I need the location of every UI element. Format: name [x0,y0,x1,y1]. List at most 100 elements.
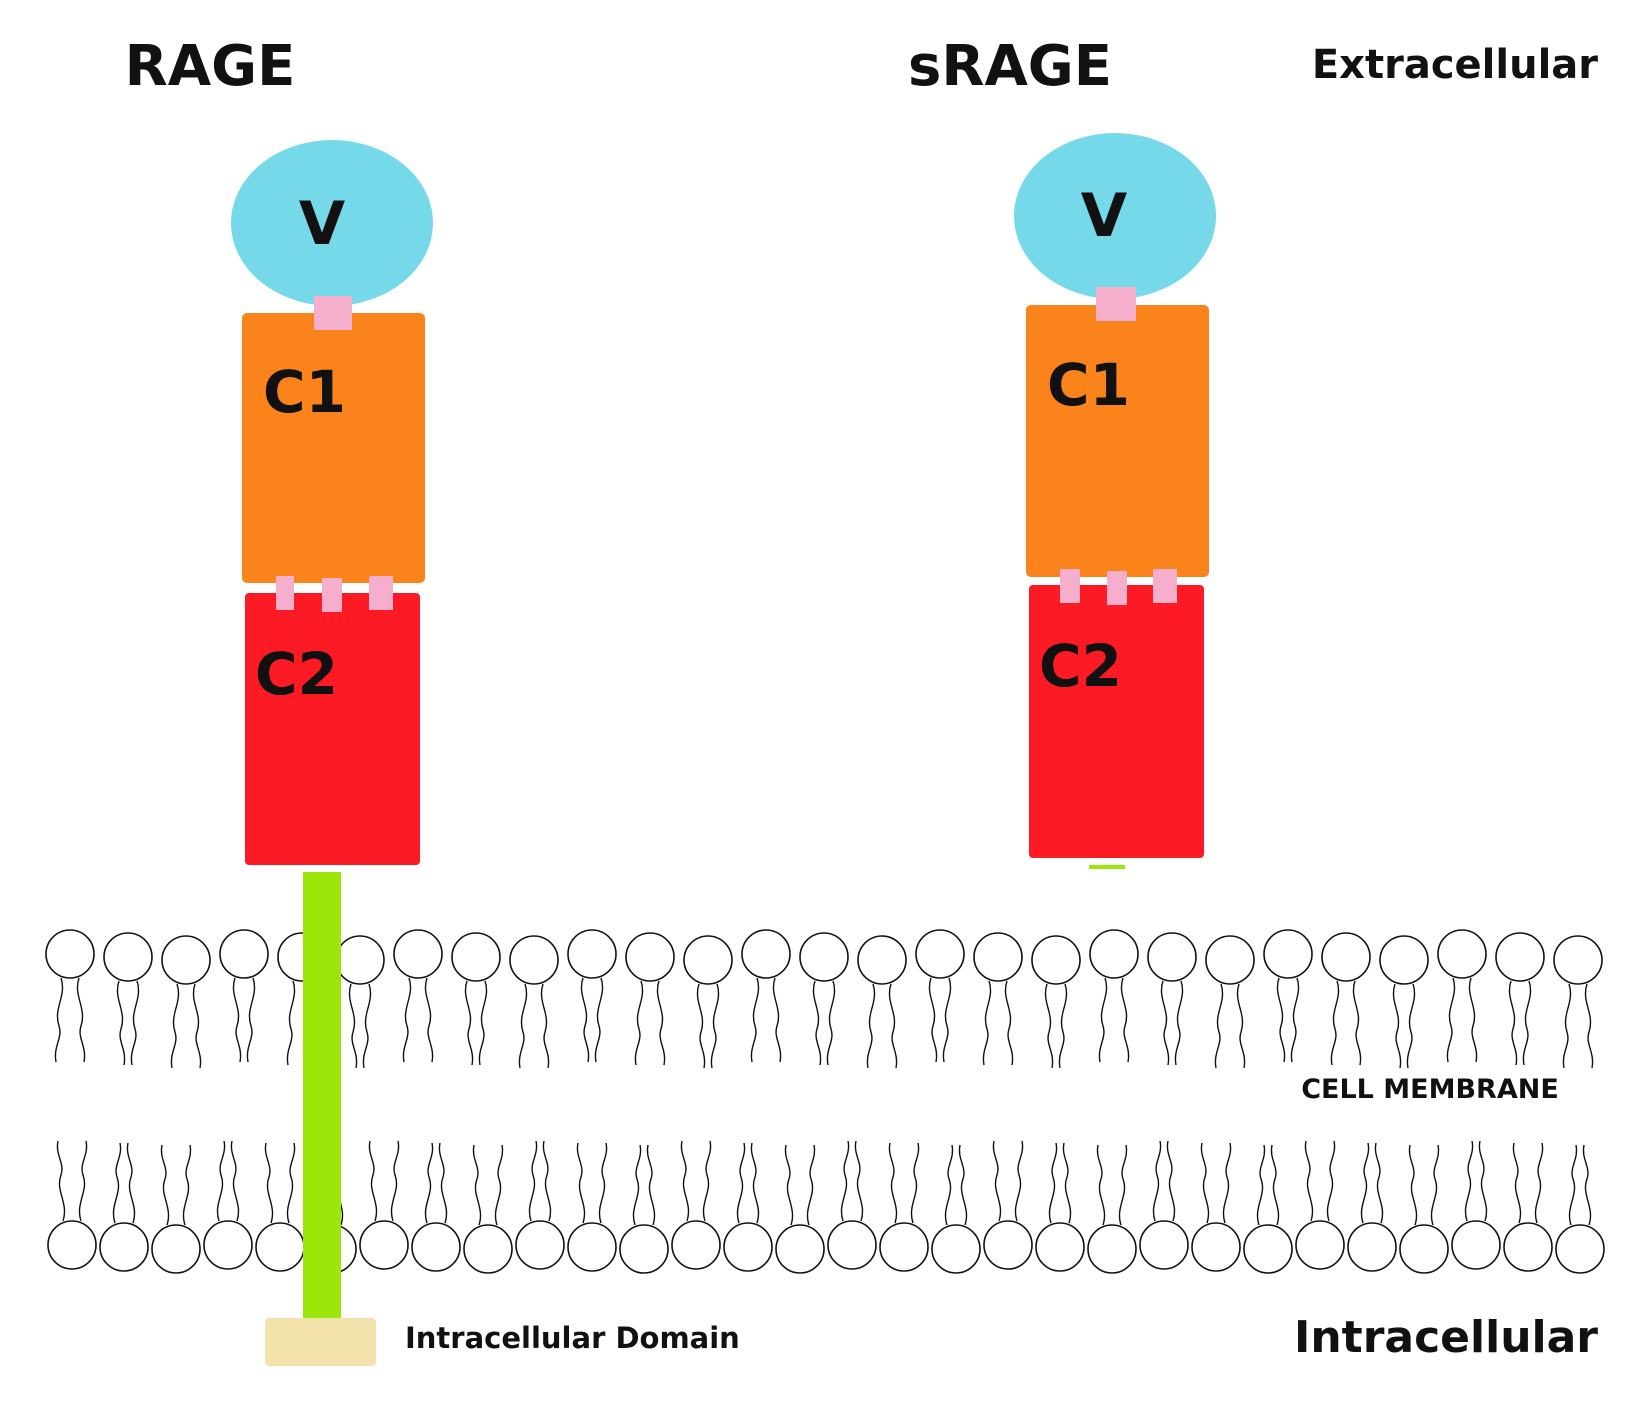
rage-c1-label: C1 [263,358,346,426]
lipid-head [1243,1224,1293,1274]
lipid-tail [1374,1142,1384,1224]
lipid-tail [1152,1140,1162,1222]
lipid-tail [246,977,256,1063]
rage-c2-label: C2 [255,640,338,708]
lipid-head [1495,932,1545,982]
lipid-tail [1290,977,1300,1063]
lipid-tail [1200,1142,1210,1224]
lipid-tail [230,1140,240,1222]
lipid-tail [1214,983,1224,1069]
lipid-tail [130,980,140,1066]
lipid-tail [1352,980,1362,1066]
lipid-head [619,1224,669,1274]
srage-c1-domain [1026,305,1209,577]
label-intracellular-domain: Intracellular Domain [405,1321,740,1355]
lipid-tail [826,980,836,1066]
label-intracellular: Intracellular [1294,1312,1598,1363]
lipid-tail [1174,980,1184,1066]
lipid-tail [1276,977,1286,1063]
lipid-tail [232,977,242,1063]
lipid-head [1379,935,1429,985]
lipid-head [1451,1220,1501,1270]
lipid-head [683,935,733,985]
lipid-head [359,1220,409,1270]
lipid-tail [982,980,992,1066]
srage-c2-domain [1029,585,1204,858]
lipid-tail [1058,983,1068,1069]
lipid-tail [1044,983,1054,1069]
lipid-head [1031,935,1081,985]
lipid-head [1295,1220,1345,1270]
lipid-tail [736,1142,746,1224]
rage-linker-v-c1 [314,296,352,330]
srage-c-terminal-stub [1089,865,1125,869]
lipid-head [741,929,791,979]
lipid-tail [56,1140,66,1222]
label-extracellular: Extracellular [1312,42,1598,88]
lipid-head [47,1220,97,1270]
lipid-tail [478,980,488,1066]
lipid-tail [1004,980,1014,1066]
lipid-head [567,1222,617,1272]
lipid-tail [942,977,952,1063]
lipid-tail [1360,1142,1370,1224]
lipid-tail [1236,983,1246,1069]
lipid-tail [750,977,760,1063]
srage-linker-c1-c2-2 [1107,571,1127,605]
lipid-head [219,929,269,979]
lipid-tail [866,983,876,1069]
lipid-head [799,932,849,982]
lipid-tail [126,1142,136,1224]
lipid-tail [1568,1144,1578,1226]
lipid-tail [772,977,782,1063]
lipid-head [1035,1222,1085,1272]
lipid-head [625,932,675,982]
lipid-head [1503,1222,1553,1272]
lipid-tail [958,1144,968,1226]
lipid-tail [1584,983,1594,1069]
lipid-head [671,1220,721,1270]
rage-linker-c1-c2-2 [322,578,342,612]
lipid-tail [1014,1140,1024,1222]
lipid-tail [348,983,358,1069]
lipid-head [931,1224,981,1274]
srage-c2-label: C2 [1039,632,1122,700]
lipid-head [515,1220,565,1270]
lipid-head [45,929,95,979]
lipid-head [1347,1222,1397,1272]
lipid-head [393,929,443,979]
lipid-head [1437,929,1487,979]
rage-c2-domain [245,593,420,865]
lipid-tail [1534,1142,1544,1224]
lipid-tail [992,1140,1002,1222]
lipid-tail [806,1144,816,1226]
lipid-tail [1406,983,1416,1069]
lipid-head [567,929,617,979]
lipid-head [723,1222,773,1272]
rage-v-domain [231,140,433,306]
lipid-tail [402,977,412,1063]
lipid-tail [1512,1142,1522,1224]
lipid-tail [1582,1144,1592,1226]
lipid-tail [368,1140,378,1222]
lipid-tail [216,1140,226,1222]
lipid-tail [76,977,86,1063]
lipid-head [973,932,1023,982]
lipid-tail [1118,1144,1128,1226]
lipid-head [451,932,501,982]
rage-transmembrane-segment [303,872,341,1320]
srage-v-domain [1014,133,1216,299]
lipid-tail [1062,1142,1072,1224]
srage-linker-c1-c2-1 [1060,569,1080,603]
lipid-tail [1478,1140,1488,1222]
lipid-head [983,1220,1033,1270]
lipid-head [775,1224,825,1274]
lipid-tail [160,1144,170,1226]
lipid-tail [78,1140,88,1222]
lipid-tail [696,983,706,1069]
lipid-tail [646,1144,656,1226]
lipid-head [827,1220,877,1270]
srage-linker-c1-c2-3 [1153,569,1177,603]
